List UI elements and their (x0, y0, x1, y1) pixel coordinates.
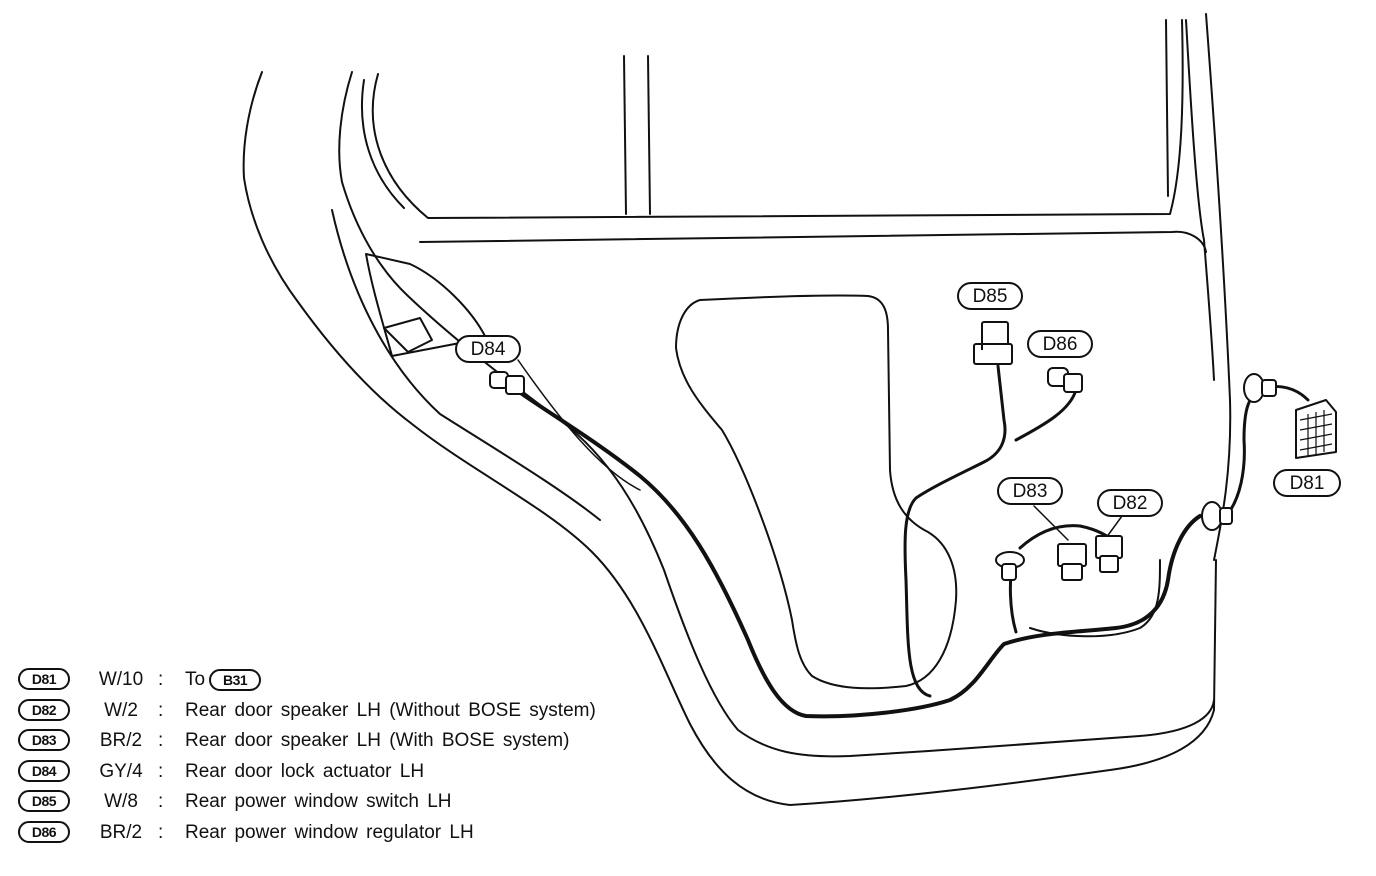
legend-row-d84: D84 GY/4 : Rear door lock actuator LH (18, 758, 718, 789)
window-rail-left-inner (647, 55, 651, 215)
legend-separator: : (158, 699, 164, 721)
d83-connector-icon (1057, 543, 1087, 581)
callout-label-d81: D81 (1290, 473, 1325, 494)
callout-label-d85: D85 (973, 286, 1008, 307)
d81-grommet-icon (1243, 373, 1277, 403)
legend-wire-spec: GY/4 (99, 760, 143, 782)
legend-row-d82: D82 W/2 : Rear door speaker LH (Without … (18, 697, 718, 728)
harness-main-wire (520, 392, 1202, 719)
legend-wire-spec: W/10 (98, 669, 144, 690)
legend-wire-spec: W/2 (104, 699, 138, 721)
window-frame (371, 19, 1184, 219)
window-rail-left (623, 55, 627, 215)
grommet-left-icon (995, 551, 1025, 581)
callout-label-d84: D84 (471, 339, 506, 360)
legend-description-text: To (185, 669, 206, 690)
legend-wire-spec: BR/2 (99, 730, 143, 752)
grommet-right-icon (1201, 501, 1233, 531)
callout-label-d82: D82 (1113, 493, 1148, 514)
legend-description: Rear power window switch LH (185, 791, 452, 813)
harness-branch-d86 (1014, 388, 1078, 442)
callout-d84: D84 (455, 335, 521, 363)
d82-connector-icon (1095, 535, 1123, 573)
window-rail-right (1165, 19, 1169, 197)
leader-d84 (517, 359, 641, 491)
lower-panel-line (1029, 559, 1161, 638)
harness-branch-d85 (903, 364, 1007, 698)
legend-code-badge: D85 (18, 790, 70, 813)
legend-row-d86: D86 BR/2 : Rear power window regulator L… (18, 819, 718, 850)
harness-branch-d81 (1224, 385, 1310, 518)
d84-connector-icon (489, 371, 525, 395)
legend-description: Rear door speaker LH (With BOSE system) (185, 730, 570, 752)
callout-d85: D85 (957, 282, 1023, 310)
legend-code-badge: D81 (18, 668, 70, 690)
d85-connector-icon (973, 321, 1013, 365)
callout-label-d86: D86 (1043, 334, 1078, 355)
legend-description: Rear power window regulator LH (185, 821, 474, 843)
legend-row-d83: D83 BR/2 : Rear door speaker LH (With BO… (18, 727, 718, 758)
door-rear-edge-inner (1185, 19, 1215, 381)
legend-wire-spec: W/8 (104, 791, 138, 813)
legend-separator: : (158, 730, 164, 752)
legend-row-d85: D85 W/8 : Rear power window switch LH (18, 788, 718, 819)
legend-wire-spec: BR/2 (99, 821, 143, 843)
leader-d82 (1105, 515, 1123, 539)
callout-d82: D82 (1097, 489, 1163, 517)
inner-trim-line (331, 209, 601, 521)
legend-code-badge: D84 (18, 759, 70, 782)
d86-connector-icon (1047, 367, 1083, 393)
legend-separator: : (158, 669, 164, 690)
legend-separator: : (158, 760, 164, 782)
door-inner-outline (338, 71, 1215, 758)
d81-connector-icon (1295, 399, 1337, 459)
legend-separator: : (158, 791, 164, 813)
legend-separator: : (158, 821, 164, 843)
callout-label-d83: D83 (1013, 481, 1048, 502)
door-outer-outline (242, 71, 1217, 806)
legend-code-badge: D86 (18, 820, 70, 843)
callout-d81: D81 (1273, 469, 1341, 497)
door-rear-edge (1205, 13, 1232, 561)
window-inner-frame (360, 79, 405, 209)
belt-line (419, 230, 1207, 253)
service-hole (675, 294, 958, 690)
corner-reflector (383, 317, 433, 353)
legend-description: Rear door lock actuator LH (185, 760, 425, 782)
leader-d83 (1033, 505, 1069, 541)
callout-d83: D83 (997, 477, 1063, 505)
legend-ref-badge: B31 (209, 668, 262, 691)
legend-code-badge: D82 (18, 698, 70, 721)
legend-description: Rear door speaker LH (Without BOSE syste… (185, 699, 596, 721)
callout-d86: D86 (1027, 330, 1093, 358)
legend-code-badge: D83 (18, 729, 70, 752)
